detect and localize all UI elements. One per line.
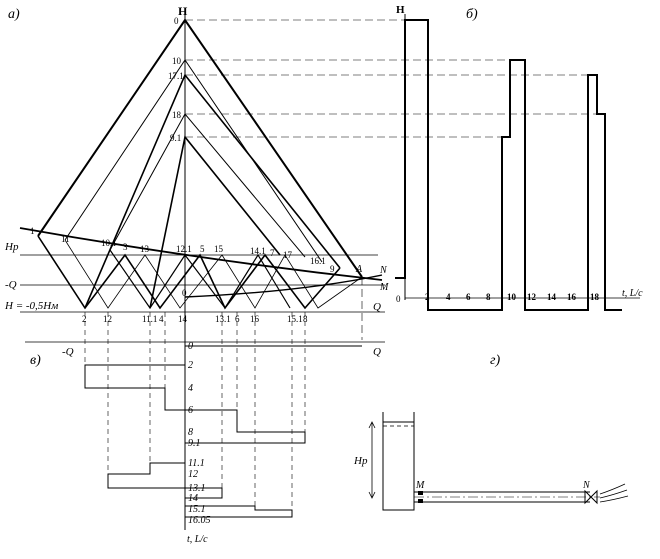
label-10: 10 — [172, 56, 182, 66]
outflow-line-1 — [599, 483, 626, 495]
dashed-projections — [185, 19, 598, 340]
point-n-label: N — [379, 265, 388, 276]
hp-arrow-up — [368, 421, 376, 429]
v-label-13-1: 13.1 — [188, 483, 206, 494]
label-17: 17 — [283, 250, 293, 260]
label-7: 7 — [270, 248, 275, 258]
b-t-8: 8 — [486, 292, 491, 302]
b-t-4: 4 — [446, 292, 451, 302]
label-16-1: 16.1 — [310, 256, 326, 266]
valve-icon — [584, 489, 598, 505]
panel-g: г) Нр M N — [353, 353, 629, 511]
label-18: 18 — [172, 110, 182, 120]
label-6: 6 — [235, 314, 240, 324]
b-t-10: 10 — [507, 292, 517, 302]
label-10-1: 10.1 — [101, 238, 117, 248]
v-label-9-1: 9.1 — [188, 438, 201, 449]
point-m-marker-2 — [418, 499, 423, 503]
v-label-2: 2 — [188, 360, 193, 371]
v-label-11-1: 11.1 — [188, 458, 205, 469]
h-axis-label: Н — [178, 4, 188, 18]
label-4: 4 — [159, 314, 164, 324]
b-t-12: 12 — [527, 292, 537, 302]
triangle-main — [37, 18, 363, 278]
v-step-2 — [84, 364, 306, 444]
label-17-1: 17.1 — [168, 71, 184, 81]
triangle-18 — [109, 113, 306, 258]
g-hp-label: Нр — [353, 455, 368, 467]
label-13-1: 13.1 — [215, 314, 231, 324]
v-step-3 — [107, 462, 223, 499]
b-t-16: 16 — [567, 292, 577, 302]
hp-arrow-down — [368, 491, 376, 499]
label-15-1: 15.1 — [287, 314, 303, 324]
negq-label: -Q — [5, 279, 17, 291]
panel-v-label: в) — [30, 353, 41, 368]
label-15: 15 — [214, 244, 224, 254]
label-1: 1 — [30, 226, 35, 236]
tank — [382, 412, 415, 511]
zigzag-thin — [64, 239, 363, 309]
v-label-14: 14 — [188, 493, 198, 504]
label-12: 12 — [103, 314, 112, 324]
b-t-18: 18 — [590, 292, 600, 302]
v-negq-label: -Q — [62, 346, 74, 358]
label-origin: 0 — [182, 288, 187, 298]
label-9-1: 9.1 — [170, 133, 181, 143]
point-m-marker — [418, 491, 423, 495]
v-t-label: t, L/c — [187, 534, 208, 545]
zigzag-mid — [109, 249, 291, 310]
label-16: 16 — [250, 314, 260, 324]
triangle-9 — [149, 135, 281, 309]
v-label-15-1: 15.1 — [188, 504, 206, 515]
panel-b-label: б) — [466, 7, 478, 22]
label-8: 8 — [303, 314, 308, 324]
label-11: 11 — [61, 234, 70, 244]
panel-a: а) Н Нр -Q Н = -0,5Hм Q — [4, 4, 598, 350]
hp-label: Нр — [4, 241, 19, 253]
b-t-14: 14 — [547, 292, 557, 302]
v-label-8: 8 — [188, 427, 193, 438]
outflow-line-3 — [599, 495, 629, 503]
v-label-6: 6 — [188, 405, 193, 416]
panel-g-label: г) — [490, 353, 500, 368]
q-label: Q — [373, 301, 381, 313]
b-t-6: 6 — [466, 292, 471, 302]
panel-a-label: а) — [8, 7, 20, 22]
v-label-0: 0 — [188, 341, 193, 352]
b-t-label: t, L/c — [622, 288, 643, 299]
b-t-2: 2 — [425, 292, 430, 302]
characteristic-m — [184, 274, 383, 298]
b-h-label: Н — [396, 4, 405, 16]
point-m-label: M — [379, 282, 389, 293]
label-5: 5 — [200, 244, 205, 254]
b-step-plot — [395, 19, 622, 311]
outflow-line-2 — [599, 489, 628, 499]
label-3: 3 — [123, 242, 128, 252]
v-label-4: 4 — [188, 383, 193, 394]
g-m-label: M — [415, 480, 425, 491]
label-11-1: 11.1 — [142, 314, 157, 324]
label-0: 0 — [174, 16, 179, 26]
zigzag-thick — [37, 235, 341, 310]
g-n-label: N — [582, 480, 591, 491]
label-12-1: 12.1 — [176, 244, 192, 254]
v-step-4 — [185, 505, 293, 518]
b-zero-label: 0 — [396, 294, 401, 304]
panel-v: в) -Q Q t, L/c 0 2 4 6 8 9.1 11.1 12 13.… — [25, 312, 385, 545]
label-14: 14 — [178, 314, 188, 324]
v-q-label: Q — [373, 346, 381, 358]
v-dashed-links — [84, 312, 306, 510]
v-label-16-05: 16.05 — [188, 515, 211, 526]
label-14-1: 14.1 — [250, 246, 266, 256]
v-label-12: 12 — [188, 469, 198, 480]
point-a-label: A — [355, 264, 363, 275]
label-13: 13 — [140, 244, 150, 254]
h-neg-label: Н = -0,5Hм — [4, 300, 58, 312]
panel-b: б) Н 0 t, L/c 2 4 6 8 10 12 14 16 18 — [395, 4, 643, 311]
label-2: 2 — [82, 314, 87, 324]
label-9: 9 — [330, 264, 335, 274]
